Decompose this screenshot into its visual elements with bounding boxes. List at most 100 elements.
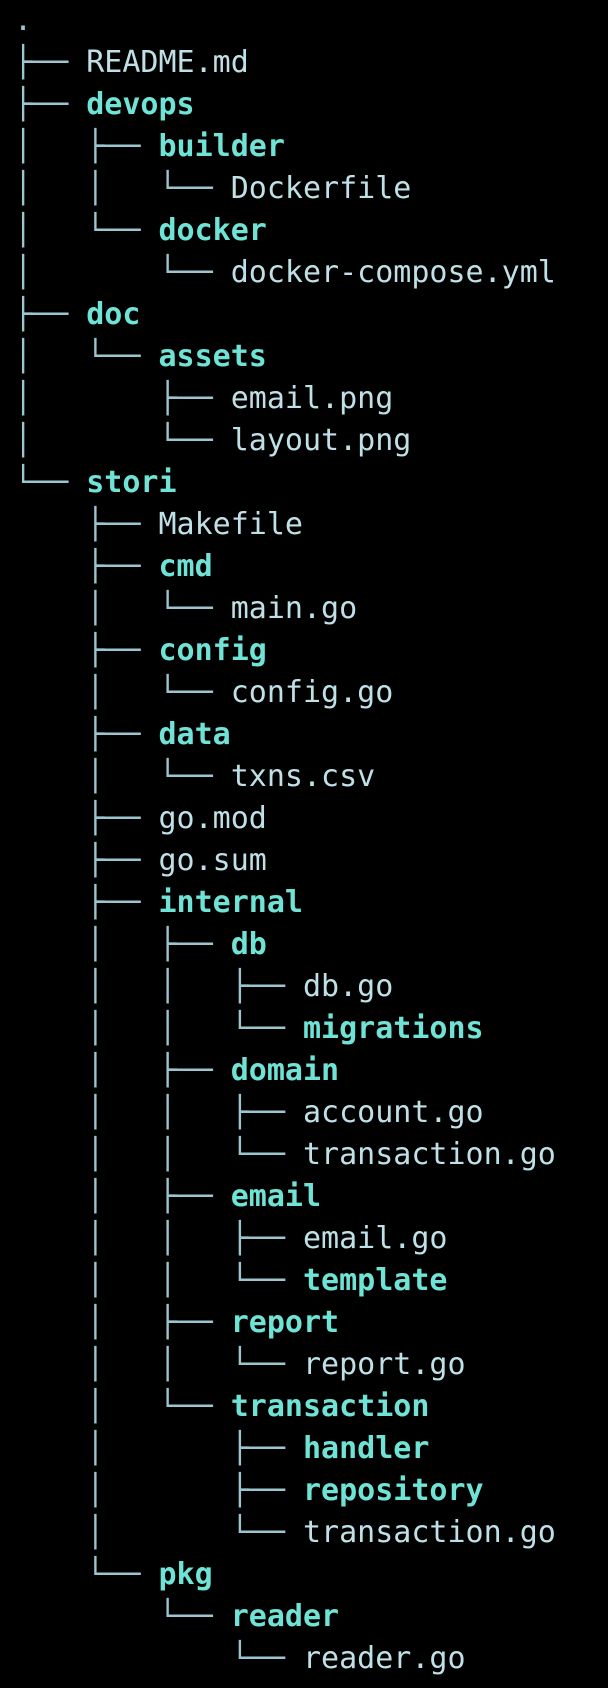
tree-file-row: │ └── txns.csv — [14, 756, 375, 798]
file-name: report.go — [302, 1347, 466, 1382]
tree-branch: ├── — [14, 507, 159, 542]
directory-name: devops — [86, 87, 195, 122]
tree-branch: ├── — [14, 87, 87, 122]
tree-branch: │ ├── — [14, 1473, 303, 1508]
tree-dir-row: │ ├── email — [14, 1176, 321, 1218]
tree-branch: │ └── — [14, 759, 231, 794]
tree-branch: │ └── — [14, 255, 231, 290]
tree-dir-row: └── pkg — [14, 1554, 213, 1596]
tree-branch: ├── — [14, 717, 159, 752]
directory-name: doc — [86, 297, 141, 332]
tree-branch: ├── — [14, 843, 159, 878]
tree-dir-row: └── reader — [14, 1596, 339, 1638]
directory-name: cmd — [158, 549, 213, 584]
tree-branch: │ │ └── — [14, 1263, 303, 1298]
file-name: transaction.go — [302, 1137, 556, 1172]
directory-name: handler — [302, 1431, 430, 1466]
directory-name: docker — [158, 213, 267, 248]
directory-name: internal — [158, 885, 304, 920]
tree-dir-row: │ ├── db — [14, 924, 267, 966]
tree-branch: ├── — [14, 297, 87, 332]
directory-name: migrations — [302, 1011, 484, 1046]
directory-name: db — [230, 927, 267, 962]
tree-branch: │ │ └── — [14, 1137, 303, 1172]
tree-dir-row: ├── cmd — [14, 546, 213, 588]
tree-dir-row: └── stori — [14, 462, 177, 504]
tree-branch: │ ├── — [14, 129, 159, 164]
file-name: account.go — [302, 1095, 484, 1130]
directory-name: transaction — [230, 1389, 430, 1424]
tree-file-row: │ └── config.go — [14, 672, 393, 714]
tree-branch: │ ├── — [14, 381, 231, 416]
tree-branch: ├── — [14, 885, 159, 920]
tree-branch: │ │ ├── — [14, 1221, 303, 1256]
tree-dir-row: │ └── transaction — [14, 1386, 429, 1428]
file-name: transaction.go — [302, 1515, 556, 1550]
tree-branch: │ ├── — [14, 1053, 231, 1088]
tree-file-row: │ │ ├── db.go — [14, 966, 393, 1008]
file-name: Dockerfile — [230, 171, 412, 206]
directory-name: repository — [302, 1473, 484, 1508]
tree-branch: └── — [14, 1557, 159, 1592]
file-name: main.go — [230, 591, 358, 626]
directory-name: email — [230, 1179, 322, 1214]
tree-dir-row: ├── internal — [14, 882, 303, 924]
tree-branch: │ │ └── — [14, 1347, 303, 1382]
tree-file-row: │ └── transaction.go — [14, 1512, 556, 1554]
tree-branch: └── — [14, 1641, 303, 1676]
directory-name: stori — [86, 465, 177, 500]
tree-branch: │ └── — [14, 423, 231, 458]
file-name: go.mod — [158, 801, 267, 836]
tree-branch: └── — [14, 1599, 231, 1634]
tree-branch: │ │ ├── — [14, 969, 303, 1004]
directory-name: domain — [230, 1053, 340, 1088]
tree-branch: │ ├── — [14, 1431, 303, 1466]
tree-file-row: └── reader.go — [14, 1638, 466, 1680]
tree-file-row: ├── go.mod — [14, 798, 267, 840]
tree-dir-row: │ └── docker — [14, 210, 267, 252]
file-name: layout.png — [230, 423, 412, 458]
directory-name: config — [158, 633, 267, 668]
tree-dir-row: │ │ └── migrations — [14, 1008, 484, 1050]
tree-branch: │ │ ├── — [14, 1095, 303, 1130]
file-name: txns.csv — [230, 759, 376, 794]
tree-dir-row: │ └── assets — [14, 336, 267, 378]
tree-branch: ├── — [14, 549, 159, 584]
tree-branch: . — [14, 3, 33, 38]
tree-file-row: ├── go.sum — [14, 840, 267, 882]
tree-file-row: │ └── docker-compose.yml — [14, 252, 556, 294]
tree-branch: ├── — [14, 801, 159, 836]
file-name: Makefile — [158, 507, 304, 542]
tree-branch: │ └── — [14, 591, 231, 626]
tree-dir-row: │ ├── builder — [14, 126, 285, 168]
tree-root: . — [14, 0, 32, 42]
directory-name: template — [302, 1263, 448, 1298]
tree-dir-row: ├── config — [14, 630, 267, 672]
tree-dir-row: │ ├── handler — [14, 1428, 429, 1470]
directory-name: pkg — [158, 1557, 213, 1592]
tree-file-row: ├── README.md — [14, 42, 249, 84]
tree-branch: │ ├── — [14, 1179, 231, 1214]
tree-branch: │ ├── — [14, 1305, 231, 1340]
file-name: email.png — [230, 381, 394, 416]
tree-branch: │ └── — [14, 1389, 231, 1424]
file-name: reader.go — [302, 1641, 466, 1676]
tree-branch: │ └── — [14, 675, 231, 710]
tree-file-row: │ │ ├── account.go — [14, 1092, 484, 1134]
tree-dir-row: ├── data — [14, 714, 231, 756]
tree-file-row: │ └── main.go — [14, 588, 357, 630]
file-name: docker-compose.yml — [230, 255, 556, 290]
tree-branch: ├── — [14, 45, 87, 80]
file-name: email.go — [302, 1221, 448, 1256]
tree-file-row: ├── Makefile — [14, 504, 303, 546]
tree-branch: │ └── — [14, 339, 159, 374]
tree-dir-row: │ ├── repository — [14, 1470, 484, 1512]
tree-file-row: │ └── layout.png — [14, 420, 411, 462]
directory-name: assets — [158, 339, 267, 374]
tree-file-row: │ │ └── report.go — [14, 1344, 466, 1386]
tree-branch: │ │ └── — [14, 171, 231, 206]
tree-file-row: │ │ └── Dockerfile — [14, 168, 411, 210]
tree-dir-row: ├── doc — [14, 294, 140, 336]
directory-name: data — [158, 717, 231, 752]
